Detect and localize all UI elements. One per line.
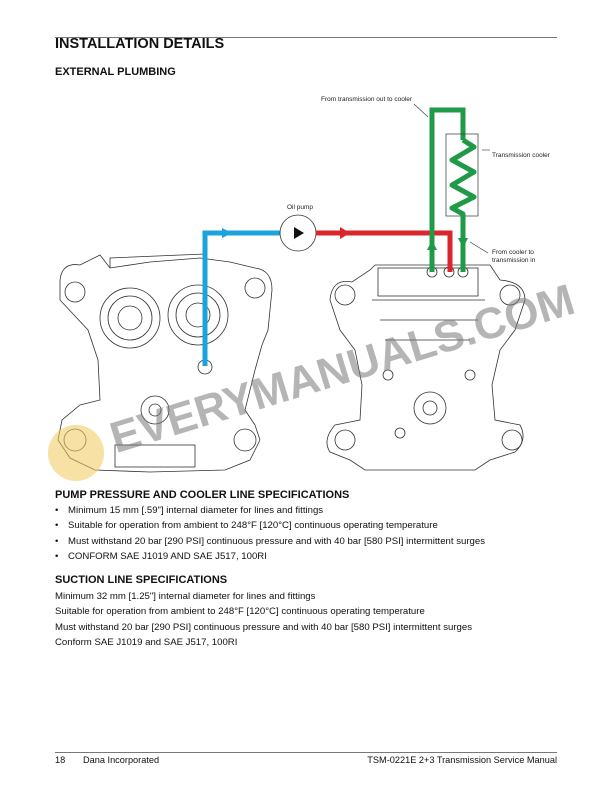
footer-company: Dana Incorporated <box>83 755 160 765</box>
list-item: •Must withstand 20 bar [290 PSI] continu… <box>55 536 486 547</box>
top-rule <box>55 37 557 38</box>
pump-specs-heading: PUMP PRESSURE AND COOLER LINE SPECIFICAT… <box>55 489 350 501</box>
down-arrow-icon <box>458 238 468 248</box>
suction-line-item: Suitable for operation from ambient to 2… <box>55 606 425 617</box>
watermark-logo <box>48 425 104 481</box>
suction-specs-heading: SUCTION LINE SPECIFICATIONS <box>55 574 228 586</box>
label-transmission-cooler: Transmission cooler <box>492 152 550 159</box>
footer-rule <box>55 752 557 753</box>
list-item: •Minimum 15 mm [.59"] internal diameter … <box>55 505 324 516</box>
label-cooler-to-trans-2: transmission in <box>492 257 536 264</box>
pressure-arrow-icon <box>340 227 350 239</box>
section-title: EXTERNAL PLUMBING <box>55 66 176 78</box>
up-arrow-icon <box>427 240 437 250</box>
footer-manual-title: TSM-0221E 2+3 Transmission Service Manua… <box>367 755 557 765</box>
cooler-coil <box>449 137 477 272</box>
suction-line <box>202 230 280 366</box>
suction-arrow-icon <box>222 228 232 238</box>
page-title: INSTALLATION DETAILS <box>55 36 225 52</box>
page-number: 18 <box>55 755 66 765</box>
transmission-right <box>326 264 526 471</box>
cooler-out-line <box>429 107 466 272</box>
pressure-line <box>316 230 453 272</box>
label-out-to-cooler: From transmission out to cooler <box>321 96 413 103</box>
plumbing-diagram <box>57 103 526 473</box>
suction-line-item: Conform SAE J1019 and SAE J517, 100RI <box>55 637 238 648</box>
label-cooler-to-trans-1: From cooler to <box>492 249 534 256</box>
pump-play-icon <box>294 227 304 239</box>
suction-line-item: Minimum 32 mm [1.25"] internal diameter … <box>55 591 316 602</box>
list-item: •CONFORM SAE J1019 AND SAE J517, 100RI <box>55 551 267 562</box>
list-item: •Suitable for operation from ambient to … <box>55 520 438 531</box>
label-oil-pump: Oil pump <box>287 204 314 211</box>
suction-line-item: Must withstand 20 bar [290 PSI] continuo… <box>55 622 473 633</box>
